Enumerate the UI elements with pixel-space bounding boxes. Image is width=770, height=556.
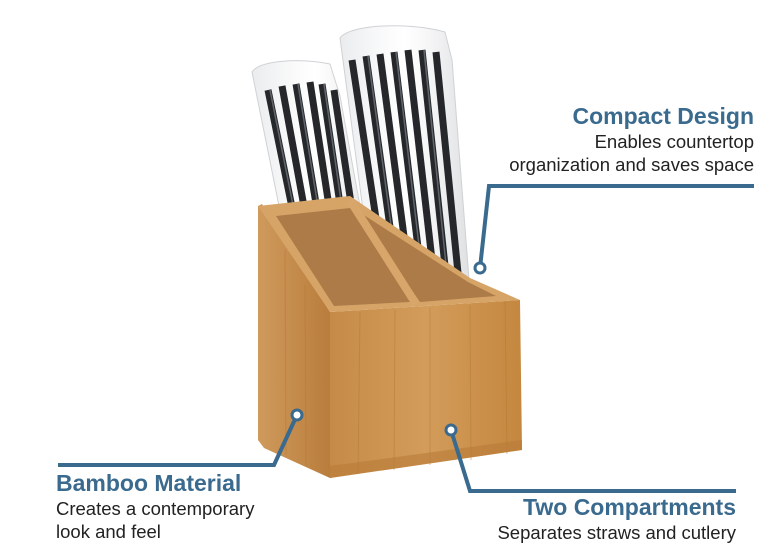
leader-compact xyxy=(478,184,754,269)
marker-compact xyxy=(473,261,487,275)
callout-bamboo-material: Bamboo Material Creates a contemporary l… xyxy=(56,470,254,543)
callout-title: Two Compartments xyxy=(523,494,736,520)
marker-two xyxy=(444,423,458,437)
marker-bamboo xyxy=(290,408,304,422)
bamboo-holder xyxy=(258,196,522,478)
callout-compact-design: Compact Design Enables countertop organi… xyxy=(509,103,754,176)
callout-desc-line: Creates a contemporary xyxy=(56,498,255,519)
callout-title: Bamboo Material xyxy=(56,470,242,496)
callout-desc-line: Separates straws and cutlery xyxy=(497,522,736,543)
callout-title: Compact Design xyxy=(572,103,754,129)
callout-two-compartments: Two Compartments Separates straws and cu… xyxy=(497,494,736,544)
leader-two xyxy=(449,429,736,493)
callout-desc-line: Enables countertop xyxy=(594,131,754,152)
leader-lines xyxy=(58,184,754,493)
leader-bamboo xyxy=(58,414,299,467)
callout-desc-line: look and feel xyxy=(56,521,161,542)
callout-desc-line: organization and saves space xyxy=(509,154,754,175)
